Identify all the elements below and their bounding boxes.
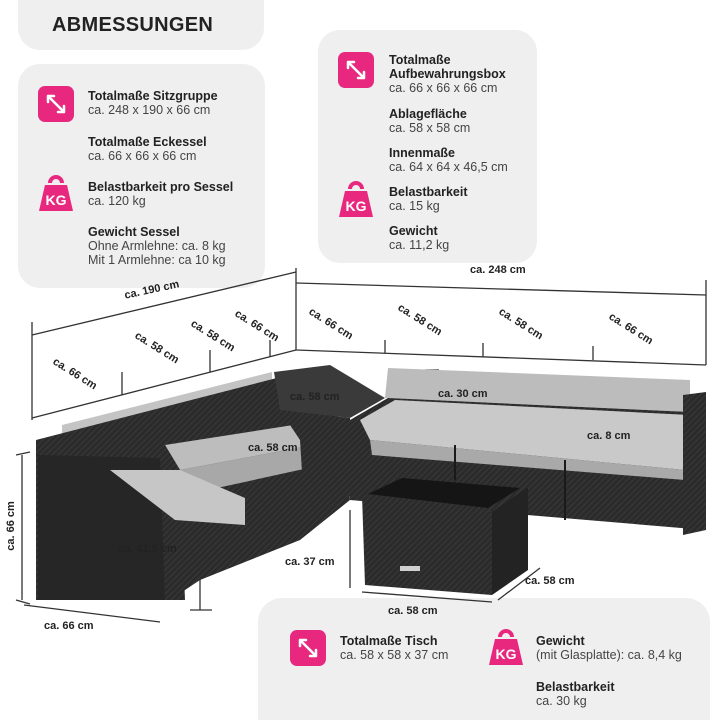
- table-height-label: ca. 37 cm: [285, 556, 335, 568]
- weight-kg-icon: KG: [338, 180, 374, 223]
- bottom-spec-panel: [258, 598, 710, 720]
- svg-text:KG: KG: [496, 646, 517, 662]
- right-sofa-row: [350, 368, 706, 535]
- table-depth-label: ca. 58 cm: [525, 575, 575, 587]
- seat-height-label: ca. 41,5 cm: [118, 543, 177, 555]
- diagonal-arrow-icon: [290, 630, 326, 666]
- header-panel: ABMESSUNGEN: [18, 0, 264, 50]
- weight-kg-icon: KG: [38, 174, 74, 217]
- spec-table-weight: Gewicht(mit Glasplatte): ca. 8,4 kg: [536, 634, 682, 662]
- page-title: ABMESSUNGEN: [52, 13, 214, 36]
- total-width-label: ca. 248 cm: [470, 264, 526, 276]
- box-width-label: ca. 58 cm: [290, 391, 340, 403]
- diagonal-arrow-icon: [338, 52, 374, 88]
- table-width-label: ca. 58 cm: [388, 605, 438, 617]
- seat-depth-label: ca. 58 cm: [248, 442, 298, 454]
- cushion-height-label: ca. 8 cm: [587, 430, 631, 442]
- diagonal-arrow-icon: [38, 86, 74, 122]
- corner-armchair: [36, 440, 245, 600]
- svg-text:KG: KG: [346, 198, 367, 214]
- coffee-table: [362, 475, 528, 595]
- storage-box: [274, 365, 385, 520]
- box-height-label: ca. 30 cm: [438, 388, 488, 400]
- front-width-label: ca. 66 cm: [44, 620, 94, 632]
- weight-kg-icon: KG: [488, 628, 524, 671]
- svg-text:KG: KG: [46, 192, 67, 208]
- overall-height-label: ca. 66 cm: [4, 501, 17, 551]
